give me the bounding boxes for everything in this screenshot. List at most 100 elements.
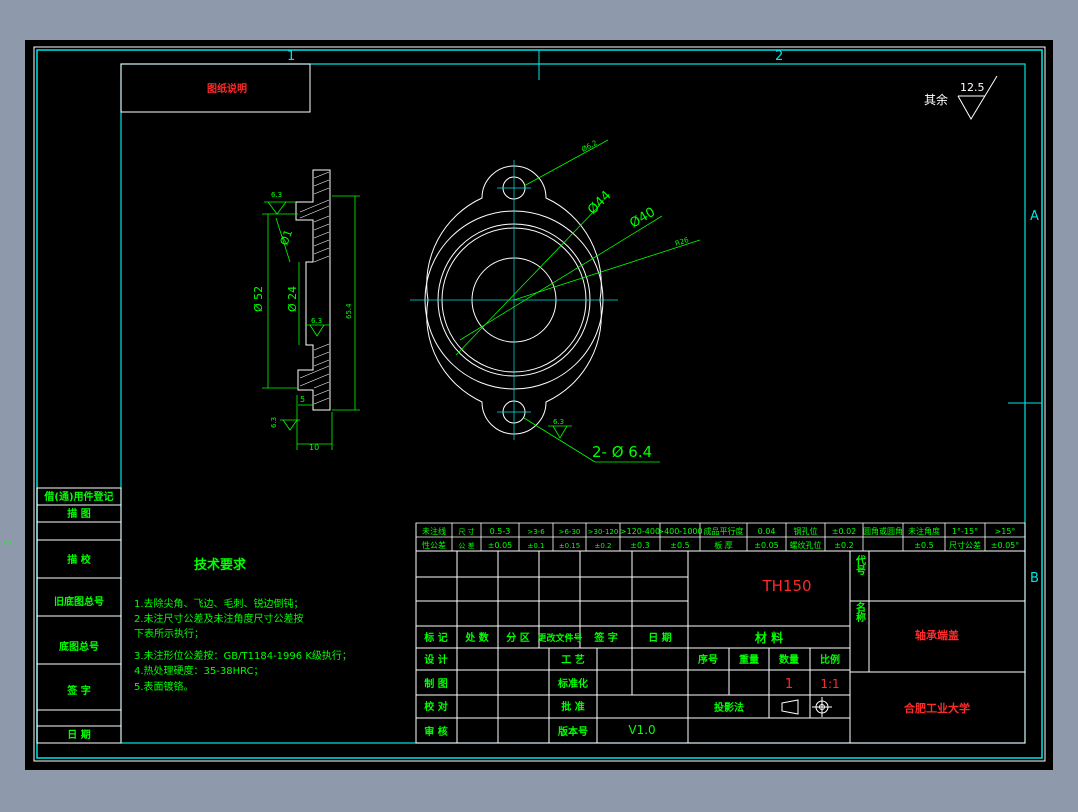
side-label-6: 日 期: [67, 728, 90, 741]
tolerance-cell: 性公差: [422, 540, 446, 550]
section-roughness-bottom: 6.3: [270, 417, 278, 428]
stamp-box-text: 图纸说明: [207, 82, 247, 95]
drawing-number: TH150: [761, 577, 811, 595]
tolerance-cell: 0.5-3: [490, 527, 511, 536]
tolerance-cell: >6-30: [559, 528, 581, 536]
header-label-2: 分 区: [506, 631, 529, 644]
material-label: 材 料: [754, 630, 783, 645]
header-label-1: 处 数: [464, 631, 489, 644]
section-dim-height: 65.4: [345, 303, 353, 319]
roughness-prefix: 其余: [924, 92, 948, 107]
tolerance-cell: ±0.2: [834, 541, 853, 550]
section-dim-flange: 5: [300, 395, 305, 404]
tolerance-cell: >120-400: [620, 527, 660, 536]
tolerance-cell: 尺 寸: [458, 527, 474, 536]
front-dim-holes: 2- Ø 6.4: [592, 443, 652, 461]
section-dim-bore: Ø 24: [286, 286, 299, 312]
roughness-symbol: [957, 75, 998, 120]
section-dim-outer: Ø 52: [252, 286, 265, 312]
zone-col2: 2: [775, 49, 783, 64]
zone-rowB: B: [1030, 571, 1039, 586]
roughness-value: 12.5: [960, 81, 985, 94]
tolerance-cell: 未注线: [422, 526, 446, 536]
section-dim-width: 10: [309, 443, 319, 452]
tolerance-cell: >3-6: [527, 528, 545, 536]
section-roughness-top: 6.3: [271, 191, 282, 199]
row-label-1: 制 图: [424, 677, 447, 690]
tech-requirements: 技术要求 1.去除尖角、飞边、毛刺、锐边倒钝； 2.未注尺寸公差及未注角度尺寸公…: [134, 557, 352, 693]
qty-header-2: 数量: [779, 653, 799, 666]
tolerance-cell: ±0.5: [670, 541, 689, 550]
tolerance-cell: ±0.02: [832, 527, 857, 536]
tolerance-cell: 尺寸公差: [949, 540, 981, 550]
side-label-3: 旧底图总号: [54, 595, 104, 608]
tolerance-cell: 板 厚: [714, 540, 733, 550]
section-dim-phi1: Ø1: [278, 228, 296, 247]
qty-header-1: 重量: [739, 653, 759, 666]
tolerance-cell: 0.04: [758, 527, 776, 536]
title-block: TH150 材 料 标 记 处 数 分 区 更改文件号 签 字 日 期 设 计 …: [415, 550, 1026, 744]
section-view: 6.3 6.3 6.3 Ø1 Ø 52 Ø 24 65.4 5 10: [252, 169, 360, 452]
header-label-5: 日 期: [648, 631, 671, 644]
tolerance-cell: ±0.1°: [0, 541, 12, 550]
tech-req-line-2: 下表所示执行；: [134, 627, 204, 640]
outer-frame: [33, 46, 1046, 762]
projection-label: 投影法: [714, 701, 744, 714]
tech-req-line-3: 3.未注形位公差按：GB/T1184-1996 K级执行；: [134, 649, 352, 662]
tolerance-cell: 公 差: [458, 541, 474, 550]
tech-req-title: 技术要求: [194, 557, 247, 573]
front-roughness: 6.3: [553, 418, 564, 426]
side-column: 借(通)用件登记 描 图 描 校 旧底图总号 底图总号 签 字 日 期: [36, 487, 122, 744]
tolerance-cell: ±0.1: [528, 542, 545, 550]
scale-value: 1:1: [820, 677, 839, 691]
zone-col1: 1: [287, 49, 295, 64]
tolerance-cell: >15°: [995, 527, 1016, 536]
side-label-4: 底图总号: [59, 640, 99, 653]
tolerance-cell: ±0.05: [488, 541, 513, 550]
tolerance-cell: 圆角或圆角: [863, 526, 903, 536]
section-hatch: [299, 171, 330, 405]
tolerance-cell: >30-120: [588, 528, 619, 536]
header-label-0: 标 记: [423, 631, 447, 644]
mid-label-0: 工 艺: [561, 653, 584, 666]
tolerance-cell: ±0.15: [559, 542, 580, 550]
tolerance-cell: 未注角度: [908, 526, 940, 536]
tech-req-line-4: 4.热处理硬度：35-38HRC；: [134, 664, 264, 677]
tolerance-cell: 成品平行度: [704, 526, 744, 536]
tolerance-cell: ±0.2: [595, 542, 612, 550]
header-label-3: 更改文件号: [537, 632, 582, 644]
zone-rowA: A: [1030, 209, 1039, 224]
row-label-3: 审 核: [424, 725, 447, 738]
tech-req-line-5: 5.表面镀铬。: [134, 680, 194, 693]
header-label-4: 签 字: [593, 631, 617, 644]
tolerance-cell: ±0.05: [754, 541, 779, 550]
quantity-value: 1: [785, 677, 793, 692]
version-value: V1.0: [628, 723, 655, 737]
qty-header-0: 序号: [698, 653, 718, 666]
company-name: 合肥工业大学: [904, 701, 970, 715]
tech-req-line-0: 1.去除尖角、飞边、毛刺、锐边倒钝；: [134, 597, 304, 610]
stamp-box: [120, 63, 311, 113]
mid-label-3: 版本号: [558, 725, 588, 738]
mid-label-2: 批 准: [561, 700, 584, 713]
code-label: 代号: [854, 554, 867, 576]
part-name: 轴承端盖: [915, 628, 959, 642]
side-label-1: 描 图: [67, 507, 90, 520]
section-roughness-mid: 6.3: [311, 317, 322, 325]
tolerance-cell: ±0.5: [914, 541, 933, 550]
tolerance-cell: 螺纹孔位: [790, 540, 822, 550]
tolerance-cell: 钢孔位: [794, 526, 818, 536]
row-label-0: 设 计: [424, 653, 447, 666]
tolerance-cell: 1°-15°: [952, 527, 978, 536]
side-label-2: 描 校: [67, 553, 91, 566]
side-label-5: 签 字: [66, 684, 90, 697]
side-label-0: 借(通)用件登记: [43, 490, 113, 503]
projection-symbol: [781, 697, 832, 717]
tolerance-cell: ±0.3: [630, 541, 649, 550]
row-label-2: 校 对: [424, 700, 447, 713]
tech-req-line-1: 2.未注尺寸公差及未注角度尺寸公差按: [134, 612, 304, 625]
mid-label-1: 标准化: [557, 677, 588, 690]
